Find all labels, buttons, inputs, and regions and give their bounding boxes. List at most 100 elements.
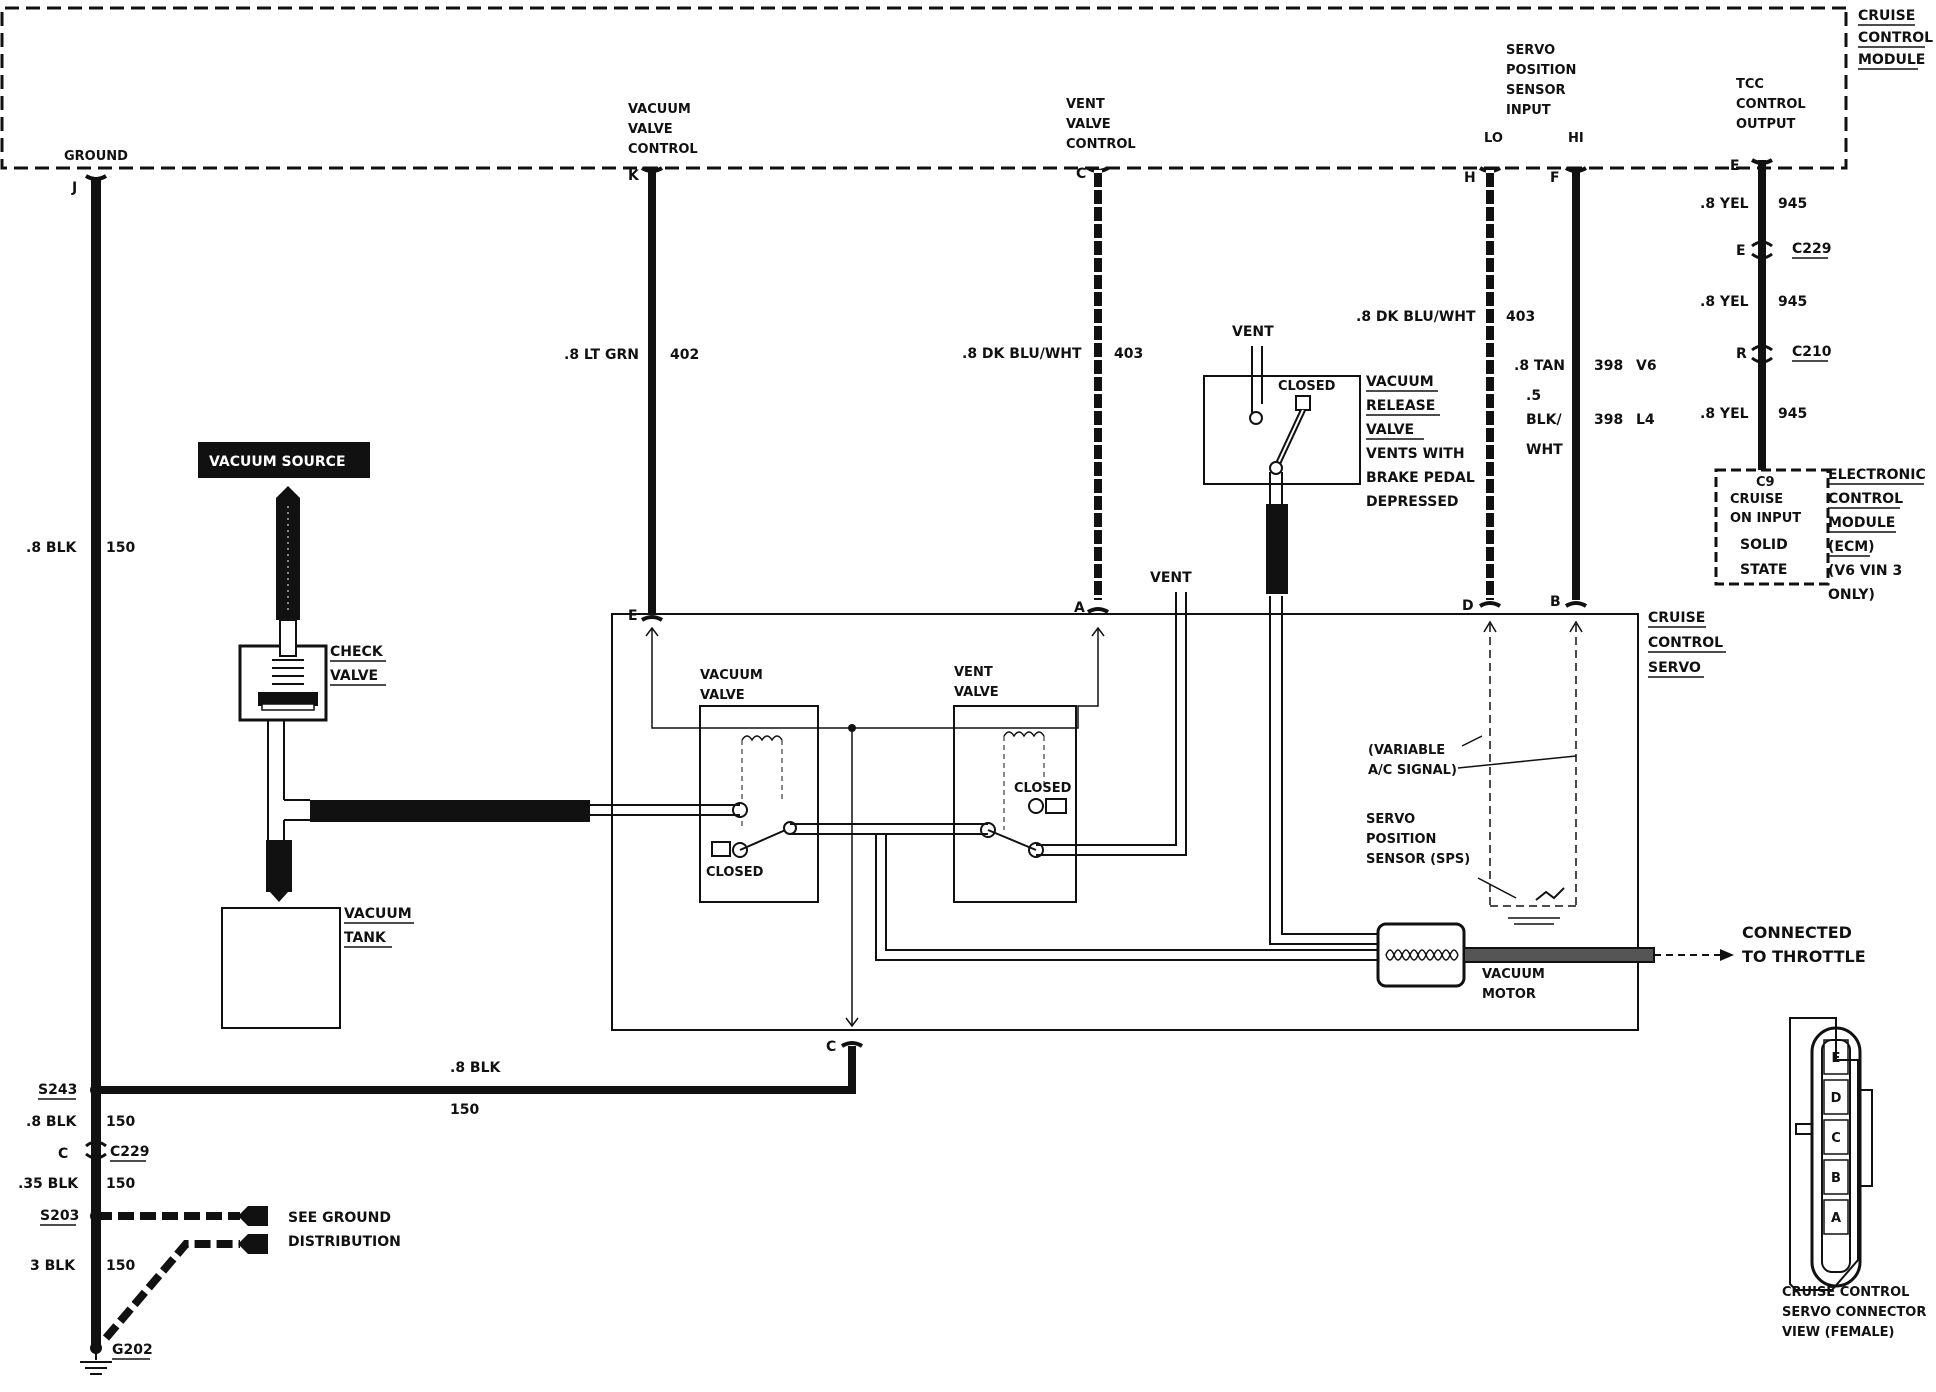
ground-2-size: .8 BLK bbox=[26, 1114, 78, 1130]
pin-label-sps-input-1: SERVO bbox=[1506, 43, 1555, 58]
ground-distribution-1: SEE GROUND bbox=[288, 1210, 391, 1226]
sps-hi-l4-circuit: 398 bbox=[1594, 412, 1623, 428]
ecm-title-1: ELECTRONIC bbox=[1828, 467, 1926, 483]
servo-title-2: CONTROL bbox=[1648, 635, 1723, 651]
motor-label-2: MOTOR bbox=[1482, 987, 1536, 1002]
ground-3-size: .35 BLK bbox=[18, 1176, 79, 1192]
pin-label-vent-valve-control-3: CONTROL bbox=[1066, 137, 1136, 152]
release-label-2: RELEASE bbox=[1366, 398, 1435, 414]
sps-hi-wire: .8 TAN 398 V6 .5 BLK/ WHT 398 L4 bbox=[1514, 170, 1657, 600]
connector-pin-e: E bbox=[1832, 1051, 1841, 1066]
sps-hi-v6-size: .8 TAN bbox=[1514, 358, 1565, 374]
pin-label-vacuum-valve-control-3: CONTROL bbox=[628, 142, 698, 157]
ecm-title-6: ONLY) bbox=[1828, 587, 1875, 603]
ground-distribution-2: DISTRIBUTION bbox=[288, 1234, 401, 1250]
release-vent-label: VENT bbox=[1232, 324, 1274, 340]
vacuum-valve-wire-size: .8 LT GRN bbox=[564, 347, 639, 363]
ground-wire-circuit: 150 bbox=[106, 540, 135, 556]
sps-hi-l4-engine: L4 bbox=[1636, 412, 1655, 428]
vacuum-valve-label-2: VALVE bbox=[700, 688, 745, 703]
tcc-wire-2-circuit: 945 bbox=[1778, 294, 1807, 310]
connector-pin-b: B bbox=[1831, 1171, 1841, 1186]
motor-label-1: VACUUM bbox=[1482, 967, 1545, 982]
servo-pin-b: B bbox=[1550, 594, 1561, 610]
c210-name: C210 bbox=[1792, 344, 1832, 360]
c229-bottom-pin: C bbox=[58, 1146, 68, 1162]
module-title-line-3: MODULE bbox=[1858, 52, 1925, 68]
vacuum-valve-label-1: VACUUM bbox=[700, 668, 763, 683]
vent-valve-label-2: VALVE bbox=[954, 685, 999, 700]
check-valve-label-2: VALVE bbox=[330, 668, 378, 684]
servo-title-1: CRUISE bbox=[1648, 610, 1705, 626]
ecm-box-line-1: CRUISE bbox=[1730, 492, 1783, 507]
vent-valve-closed: CLOSED bbox=[1014, 781, 1072, 796]
vacuum-motor: VACUUM MOTOR bbox=[1376, 922, 1655, 1002]
vacuum-release-valve: VENT CLOSED VACUUM RELEASE VALVE VENTS W… bbox=[1203, 324, 1475, 594]
ecm-pin-label: C9 bbox=[1756, 475, 1775, 490]
vent-valve-wire: .8 DK BLU/WHT 403 bbox=[962, 170, 1143, 600]
module-title-line-2: CONTROL bbox=[1858, 30, 1933, 46]
g202-label: G202 bbox=[112, 1342, 153, 1358]
vacuum-source-label: VACUUM SOURCE bbox=[209, 454, 346, 470]
connector-caption-3: VIEW (FEMALE) bbox=[1782, 1325, 1894, 1340]
servo-ground-size: .8 BLK bbox=[450, 1060, 502, 1076]
vacuum-tank-label-2: TANK bbox=[344, 930, 387, 946]
tcc-wire: .8 YEL 945 E C229 .8 YEL 945 R C210 .8 Y… bbox=[1700, 160, 1832, 470]
ecm-box-line-2: ON INPUT bbox=[1730, 511, 1801, 526]
variable-signal-2: A/C SIGNAL) bbox=[1368, 763, 1457, 778]
pin-label-tcc-3: OUTPUT bbox=[1736, 117, 1796, 132]
sps-lo-wire-circuit: 403 bbox=[1506, 309, 1535, 325]
cruise-control-module: CRUISE CONTROL MODULE GROUND VACUUM VALV… bbox=[0, 6, 1933, 170]
release-label-1: VACUUM bbox=[1366, 374, 1434, 390]
sps-label-1: SERVO bbox=[1366, 812, 1415, 827]
connector-pin-d: D bbox=[1831, 1091, 1842, 1106]
pin-label-sps-input-2: POSITION bbox=[1506, 63, 1576, 78]
servo-pin-d: D bbox=[1462, 598, 1474, 614]
servo-pin-c: C bbox=[826, 1039, 836, 1055]
servo-ground-wire: .8 BLK 150 S243 bbox=[38, 1046, 856, 1118]
ground-4-circuit: 150 bbox=[106, 1258, 135, 1274]
tcc-wire-1-circuit: 945 bbox=[1778, 196, 1807, 212]
connector-pin-c: C bbox=[1831, 1131, 1841, 1146]
vent-valve-wire-size: .8 DK BLU/WHT bbox=[962, 346, 1082, 362]
pin-label-tcc-2: CONTROL bbox=[1736, 97, 1806, 112]
throttle-label-1: CONNECTED bbox=[1742, 923, 1852, 942]
lower-ground-run: .8 BLK 150 C C229 .35 BLK 150 S203 3 BLK… bbox=[18, 1114, 401, 1375]
sps-hi-v6-engine: V6 bbox=[1636, 358, 1657, 374]
pin-label-sps-input-3: SENSOR bbox=[1506, 83, 1566, 98]
vacuum-valve-wire-circuit: 402 bbox=[670, 347, 699, 363]
pin-label-sps-input-4: INPUT bbox=[1506, 103, 1551, 118]
servo-pin-a: A bbox=[1074, 600, 1085, 616]
servo-connector-view: E D C B A CRUISE CONTROL SERVO CONNECTOR… bbox=[1782, 1017, 1926, 1340]
c229-bottom-name: C229 bbox=[110, 1144, 150, 1160]
sps-hi-l4-size-2: BLK/ bbox=[1526, 412, 1562, 428]
c229-top-name: C229 bbox=[1792, 241, 1832, 257]
release-label-3: VALVE bbox=[1366, 422, 1414, 438]
release-label-4: VENTS WITH bbox=[1366, 446, 1465, 462]
connector-caption-1: CRUISE CONTROL bbox=[1782, 1285, 1909, 1300]
ecm-title-2: CONTROL bbox=[1828, 491, 1903, 507]
vacuum-valve-closed: CLOSED bbox=[706, 865, 764, 880]
pin-label-vent-valve-control-2: VALVE bbox=[1066, 117, 1111, 132]
connector-caption-2: SERVO CONNECTOR bbox=[1782, 1305, 1926, 1320]
sps-hi-l4-size-1: .5 bbox=[1526, 388, 1541, 404]
vent-valve-wire-circuit: 403 bbox=[1114, 346, 1143, 362]
servo-pin-e: E bbox=[628, 608, 638, 624]
throttle-link: CONNECTED TO THROTTLE bbox=[1654, 923, 1866, 966]
pin-letter-j: J bbox=[71, 180, 77, 196]
pin-label-vacuum-valve-control-1: VACUUM bbox=[628, 102, 691, 117]
release-label-6: DEPRESSED bbox=[1366, 494, 1459, 510]
c210-pin: R bbox=[1736, 346, 1747, 362]
ecm-title-5: (V6 VIN 3 bbox=[1828, 563, 1902, 579]
sps-label-2: POSITION bbox=[1366, 832, 1436, 847]
tcc-wire-2-size: .8 YEL bbox=[1700, 294, 1749, 310]
pin-label-ground: GROUND bbox=[64, 149, 128, 164]
pin-label-hi: HI bbox=[1568, 131, 1584, 146]
ecm-box-line-3: SOLID bbox=[1740, 537, 1788, 553]
variable-signal-1: (VARIABLE bbox=[1368, 743, 1445, 758]
servo-vent-label: VENT bbox=[1150, 570, 1192, 586]
sps-label-3: SENSOR (SPS) bbox=[1366, 852, 1470, 867]
ground-3-circuit: 150 bbox=[106, 1176, 135, 1192]
module-title-line-1: CRUISE bbox=[1858, 8, 1915, 24]
